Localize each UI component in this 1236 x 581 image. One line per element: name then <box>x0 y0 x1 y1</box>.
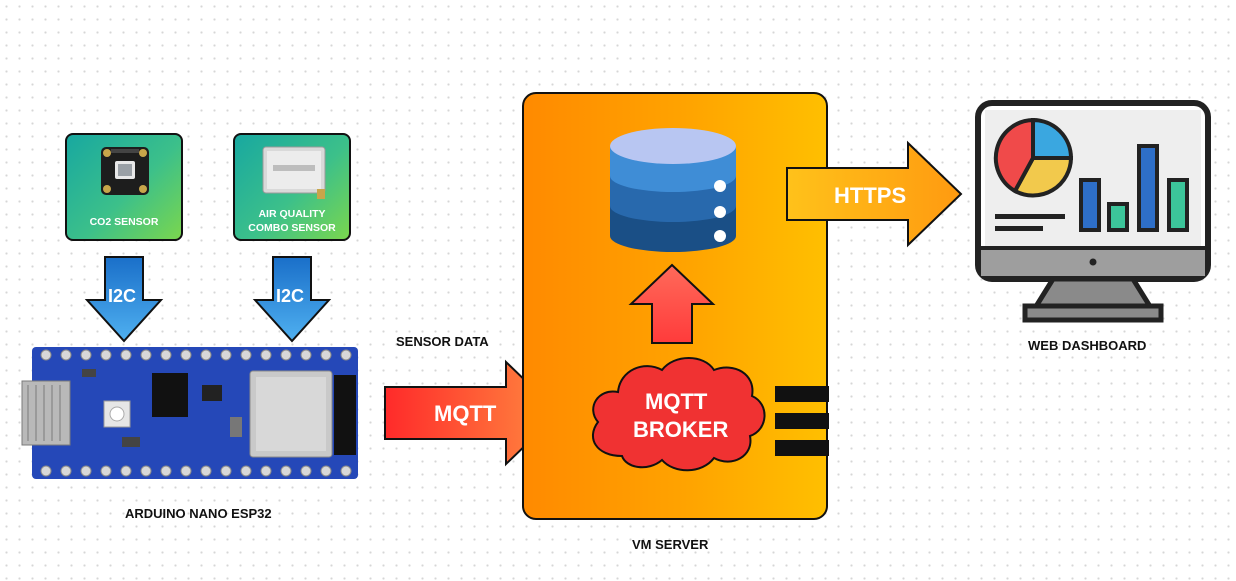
https-arrow <box>786 140 963 248</box>
air-quality-sensor-label-line2: COMBO SENSOR <box>248 222 336 234</box>
server-label: VM SERVER <box>632 537 709 552</box>
broker-label-line2: BROKER <box>633 417 729 442</box>
i2c-left-label: I2C <box>108 286 137 306</box>
broker-label-line1: MQTT <box>645 389 708 414</box>
co2-sensor-chip-icon <box>101 147 149 195</box>
arduino-board-icon <box>21 347 358 479</box>
database-icon <box>610 128 736 252</box>
server-port-bars <box>775 386 829 456</box>
i2c-arrow-right <box>252 256 332 343</box>
mqtt-arrow-label: MQTT <box>434 401 497 426</box>
cloud-icon <box>592 357 766 472</box>
i2c-right-label: I2C <box>276 286 305 306</box>
dashboard-label: WEB DASHBOARD <box>1028 338 1147 353</box>
co2-sensor-card: CO2 SENSOR <box>65 133 183 241</box>
broker-to-database-arrow <box>628 263 716 344</box>
https-arrow-label: HTTPS <box>834 183 907 208</box>
board-label: ARDUINO NANO ESP32 <box>125 506 272 521</box>
air-quality-sensor-module-icon <box>262 146 326 199</box>
air-quality-sensor-label-line1: AIR QUALITY <box>258 208 326 220</box>
monitor-dashboard-icon <box>975 100 1211 323</box>
i2c-arrow-left <box>84 256 164 343</box>
sensor-data-label: SENSOR DATA <box>396 334 489 349</box>
air-quality-sensor-card: AIR QUALITY COMBO SENSOR <box>233 133 351 241</box>
co2-sensor-label: CO2 SENSOR <box>89 216 159 228</box>
